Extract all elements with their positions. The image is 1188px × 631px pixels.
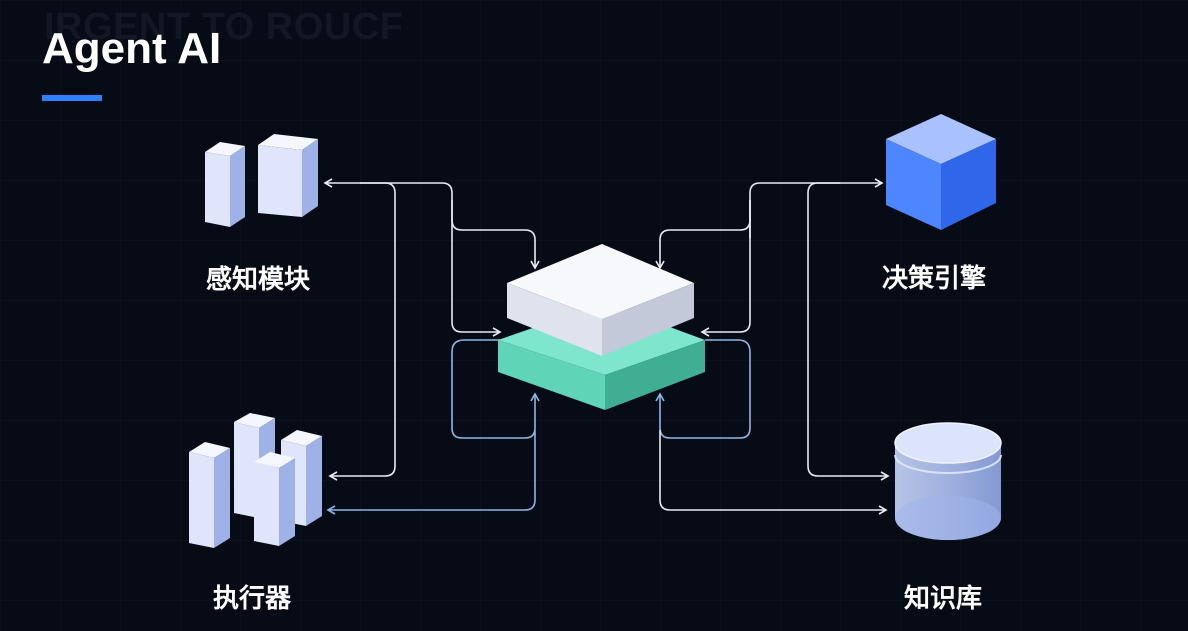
connector-perception-to-core-top	[451, 200, 540, 270]
stacked-platform-icon	[498, 244, 705, 410]
connector-perception-to-executor	[328, 182, 396, 481]
perception-label: 感知模块	[206, 265, 311, 295]
connector-core-loop-left	[451, 339, 540, 439]
executor-bars-icon	[189, 413, 322, 548]
connector-core-to-executor	[326, 430, 536, 515]
connector-core-to-perception	[323, 178, 453, 238]
database-cylinder-icon	[894, 422, 1002, 540]
connector-core-to-decision	[749, 178, 884, 238]
connector-decision-to-core-top	[655, 200, 751, 270]
perception-blocks-icon	[205, 134, 318, 227]
connector-perception-to-core-side	[451, 238, 502, 337]
page-title: Agent AI	[42, 24, 222, 73]
background-ghost-text: IRGENT TO ROUCF	[44, 6, 404, 48]
title-accent-bar	[42, 95, 102, 101]
knowledge-label: 知识库	[904, 584, 983, 614]
decision-label: 决策引擎	[882, 264, 987, 294]
connector-core-to-knowledge	[659, 430, 888, 515]
connector-decision-to-knowledge	[807, 182, 890, 481]
connector-core-loop-right	[655, 339, 751, 439]
connector-decision-to-core-side	[700, 200, 751, 337]
decision-cube-icon	[886, 114, 996, 230]
connectors	[323, 178, 890, 515]
executor-label: 执行器	[213, 584, 292, 614]
